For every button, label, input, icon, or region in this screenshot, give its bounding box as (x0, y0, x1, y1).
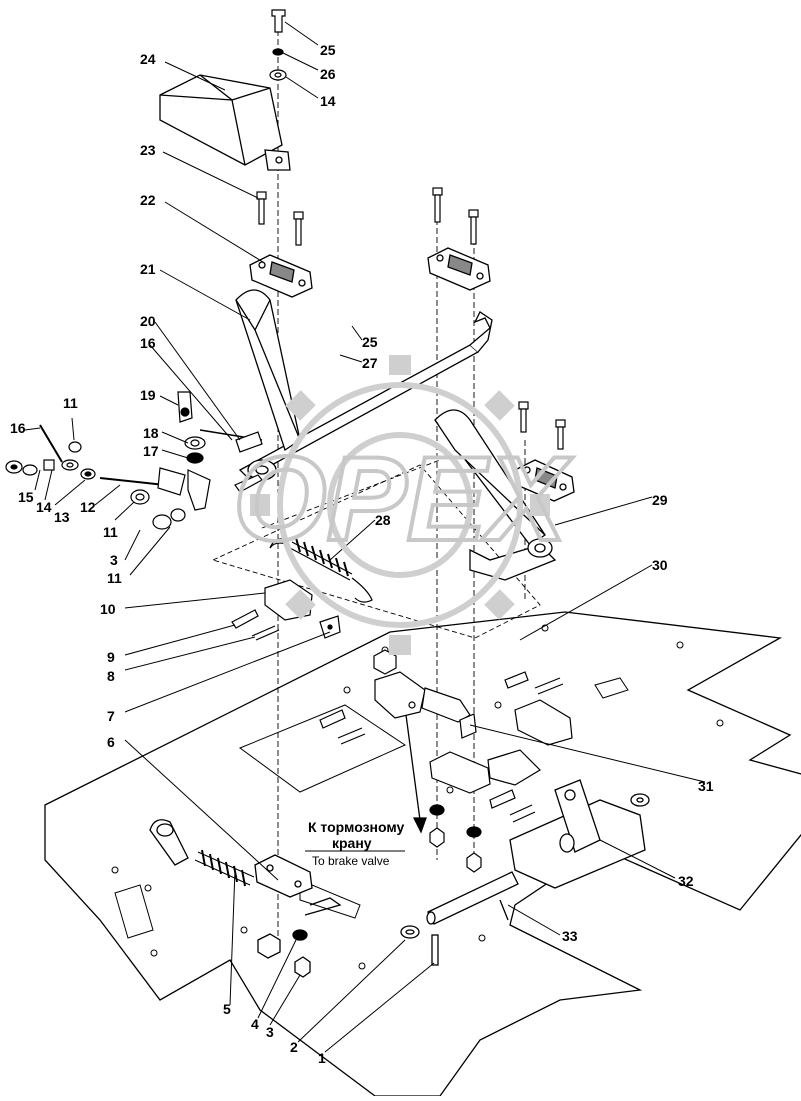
note-ru-line1: К тормозному (308, 819, 405, 835)
note-en: To brake valve (312, 854, 390, 868)
lower-lever-assembly (149, 819, 342, 978)
middle-parts (319, 649, 573, 873)
callout-28: 28 (375, 512, 391, 528)
callout-11: 11 (63, 395, 78, 411)
callout-33: 33 (562, 928, 578, 944)
callouts: 25 26 14 24 23 22 21 20 25 27 16 19 11 1… (10, 42, 714, 1066)
callout-27: 27 (362, 355, 378, 371)
callout-17: 17 (143, 443, 159, 459)
callout-25b: 25 (362, 334, 378, 350)
callout-32: 32 (678, 873, 694, 889)
floor-plate (44, 611, 801, 1097)
callout-19: 19 (140, 387, 156, 403)
pedal-shaft-assembly (235, 289, 557, 581)
top-fasteners (269, 9, 287, 81)
bolts (256, 187, 566, 450)
callout-9: 9 (107, 649, 115, 665)
callout-8: 8 (107, 668, 115, 684)
callout-22: 22 (140, 192, 156, 208)
callout-16b: 16 (10, 420, 26, 436)
callout-12: 12 (80, 499, 96, 515)
callout-3b: 3 (266, 1024, 274, 1040)
note-ru-line2: крану (332, 835, 372, 851)
brake-valve-note: К тормозному крану To brake valve (300, 815, 410, 868)
pedal-cover (159, 74, 291, 171)
callout-1: 1 (318, 1050, 326, 1066)
callout-11b: 11 (103, 524, 118, 540)
callout-10: 10 (100, 601, 116, 617)
pin-assembly (400, 871, 519, 966)
hinge-bracket-32 (509, 779, 650, 889)
callout-15: 15 (18, 489, 34, 505)
callout-7: 7 (107, 708, 115, 724)
callout-16: 16 (140, 335, 156, 351)
clevis-parts (231, 579, 341, 641)
callout-30: 30 (652, 557, 668, 573)
callout-29: 29 (652, 492, 668, 508)
callout-14: 14 (320, 93, 336, 109)
callout-25: 25 (320, 42, 336, 58)
callout-23: 23 (140, 142, 156, 158)
brake-valve-arrow (405, 714, 427, 834)
callout-3: 3 (110, 552, 118, 568)
callout-31: 31 (698, 778, 714, 794)
callout-20: 20 (140, 313, 156, 329)
callout-18: 18 (143, 425, 159, 441)
callout-4: 4 (251, 1016, 259, 1032)
callout-2: 2 (290, 1039, 298, 1055)
callout-13: 13 (54, 509, 70, 525)
callout-11c: 11 (107, 570, 122, 586)
callout-6: 6 (107, 734, 115, 750)
callout-14b: 14 (36, 499, 52, 515)
callout-21: 21 (140, 261, 156, 277)
callout-5: 5 (223, 1001, 231, 1017)
callout-26: 26 (320, 66, 336, 82)
callout-24: 24 (140, 51, 156, 67)
